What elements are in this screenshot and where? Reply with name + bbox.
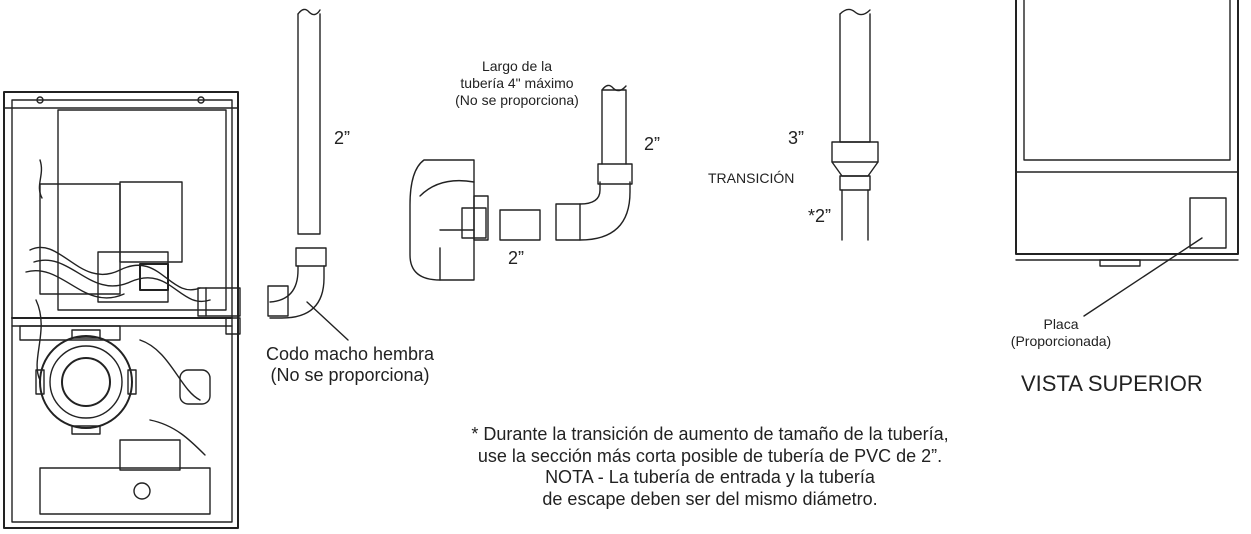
elbow-label: Codo macho hembra (No se proporciona) — [262, 344, 438, 386]
transition-lower-size-label: *2” — [808, 206, 832, 226]
transition-label: TRANSICIÓN — [708, 170, 795, 186]
plate-label: Placa (Proporcionada) — [1004, 316, 1118, 350]
pipe-size-label-left: 2” — [334, 128, 351, 148]
plate-line2: (Proporcionada) — [1010, 332, 1112, 349]
wire-harness — [25, 159, 211, 381]
pipe-length-line3: (No se proporciona) — [455, 91, 579, 108]
footnote-line3: NOTA - La tubería de entrada y la tuberí… — [545, 467, 875, 488]
elbow-fitting-assembly — [409, 84, 633, 281]
blower-wheel — [35, 329, 137, 435]
footnote-line2: use la sección más corta posible de tube… — [477, 445, 943, 466]
plate-leader-line — [1083, 237, 1203, 317]
pipe-length-line2: tubería 4" máximo — [460, 74, 574, 91]
top-view-unit — [1015, 0, 1239, 317]
furnace-unit — [3, 91, 241, 529]
elbow-line2: (No se proporciona) — [270, 365, 430, 386]
plate-line1: Placa — [1043, 316, 1079, 332]
elbow-leader-line — [306, 301, 349, 341]
pipe-2in-with-elbow — [267, 8, 327, 319]
pipe-length-label: Largo de la tubería 4" máximo (No se pro… — [444, 58, 590, 108]
pipe-size-label-upper-right: 2” — [644, 134, 661, 154]
footnote-line4: de escape deben ser del mismo diámetro. — [542, 488, 878, 509]
elbow-line1: Codo macho hembra — [265, 344, 435, 364]
pipe-length-line1: Largo de la — [481, 58, 553, 74]
transition-upper-size-label: 3” — [788, 128, 805, 148]
footnote-line1: * Durante la transición de aumento de ta… — [471, 424, 949, 444]
coupler-size-label: 2” — [508, 248, 525, 268]
footnote-block: * Durante la transición de aumento de ta… — [400, 424, 1020, 510]
transition-pipe — [831, 8, 879, 241]
top-view-title: VISTA SUPERIOR — [1021, 371, 1203, 396]
